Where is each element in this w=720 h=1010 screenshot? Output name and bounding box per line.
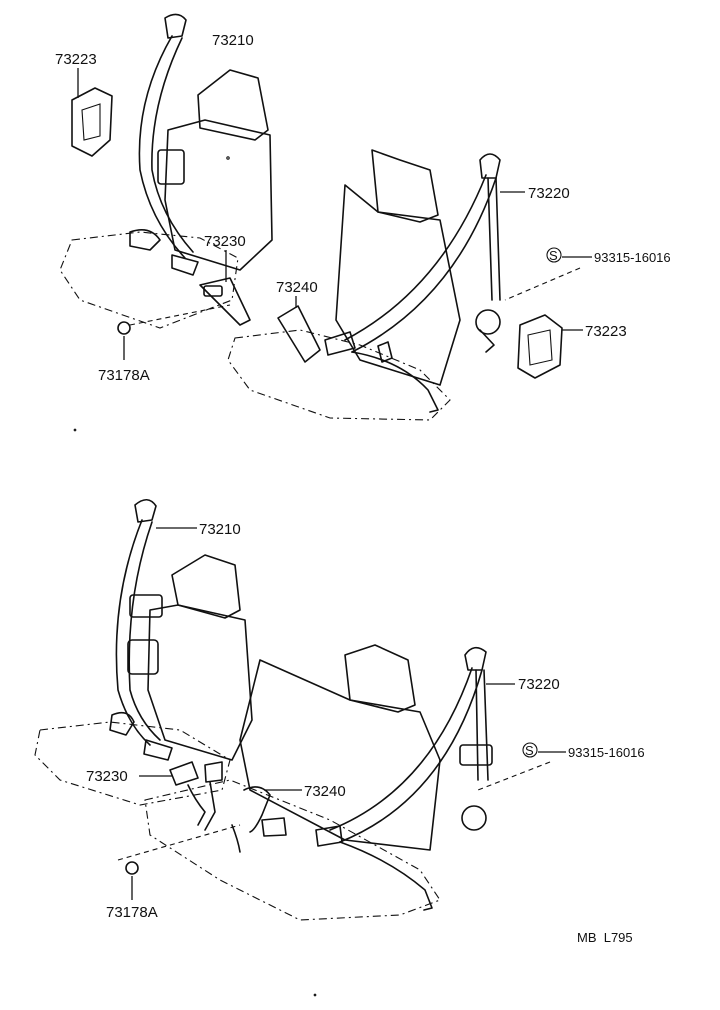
bottom-right-seat	[144, 644, 441, 921]
diagram-code: MB L795	[577, 930, 633, 945]
top-label-73220: 73220	[528, 185, 570, 202]
speck	[73, 428, 77, 432]
bottom-label-93315-16016: 93315-16016	[568, 745, 645, 760]
bottom-right-belt-73220	[315, 646, 515, 911]
top-center-tongue-73240	[277, 296, 321, 363]
bottom-bolt-marker: S	[525, 743, 534, 758]
top-right-retractor-cover-73223	[517, 314, 583, 379]
top-label-73240: 73240	[276, 279, 318, 296]
top-plug-73178A	[117, 304, 231, 360]
top-diagram: 73210 73223 73230 73240 73220 S 93315-16…	[55, 13, 671, 421]
bottom-label-73178A: 73178A	[106, 904, 158, 921]
bottom-left-seat	[34, 554, 253, 806]
top-label-73178A: 73178A	[98, 367, 150, 384]
bottom-label-73210: 73210	[199, 521, 241, 538]
bottom-label-73230: 73230	[86, 768, 128, 785]
top-inner-buckle-73230	[199, 250, 251, 326]
top-label-73223-right: 73223	[585, 323, 627, 340]
top-bolt-93315-16016	[504, 247, 592, 301]
top-left-seat	[59, 69, 273, 329]
bottom-inner-buckle-73230	[139, 761, 223, 831]
top-left-retractor-cover-73223	[71, 68, 113, 157]
top-left-belt-73210	[129, 13, 199, 276]
bottom-label-73240: 73240	[304, 783, 346, 800]
bottom-center-tongue-73240	[231, 786, 302, 853]
bottom-label-73220: 73220	[518, 676, 560, 693]
top-label-93315-16016: 93315-16016	[594, 250, 671, 265]
top-right-belt-73220	[324, 153, 525, 413]
bottom-diagram: 73210 73220 S 93315-16016 73230 73240 73…	[34, 498, 645, 921]
bottom-bolt-93315-16016	[477, 742, 566, 791]
top-bolt-marker: S	[549, 248, 558, 263]
top-right-seat	[227, 149, 461, 421]
top-label-73230: 73230	[204, 233, 246, 250]
top-label-73210: 73210	[212, 32, 254, 49]
bottom-plug-73178A	[117, 824, 241, 900]
speck	[313, 993, 317, 997]
bottom-left-belt-73210	[109, 498, 197, 761]
top-label-73223-left: 73223	[55, 51, 97, 68]
